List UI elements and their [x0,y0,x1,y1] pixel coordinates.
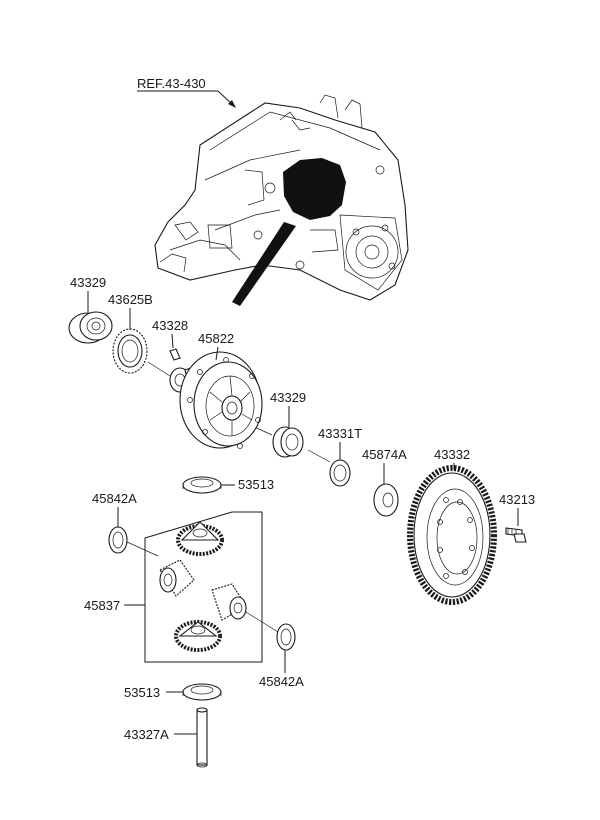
bolt-43213 [505,527,527,543]
gear-43625B [112,328,148,374]
housing-pointer [232,222,296,306]
washer-53513-top [182,476,222,494]
label-43332: 43332 [434,447,470,462]
label-43625B: 43625B [108,292,153,307]
shim-43331T [329,459,351,487]
label-43329-top: 43329 [70,275,106,290]
housing-bore [283,158,346,220]
axis-45842A-top [126,541,159,557]
axis-left [147,361,171,377]
label-43327A: 43327A [124,727,169,742]
side-gear-lower [174,620,222,652]
side-gear-upper [176,521,224,556]
axis-45842A-bottom [245,611,279,633]
label-45822: 45822 [198,331,234,346]
pin-43328 [169,348,181,361]
pinion-gear-right [211,583,247,621]
transaxle-housing [154,94,409,306]
label-45837: 45837 [84,598,120,613]
leader-45822 [215,346,219,361]
ring-gear-43332 [407,465,497,605]
kit-box-45837 [144,511,263,663]
ref-label: REF.43-430 [137,76,206,91]
washer-45874A [373,483,399,517]
label-45842A-bottom: 45842A [259,674,304,689]
pinion-gear-left [159,559,195,597]
washer-53513-bottom [182,683,222,701]
washer-45842A-bottom [276,623,296,651]
label-43328: 43328 [152,318,188,333]
ref-arrow-head [228,100,236,108]
washer-45842A-top [108,526,128,554]
label-43213: 43213 [499,492,535,507]
label-45874A: 45874A [362,447,407,462]
label-53513-top: 53513 [238,477,274,492]
label-45842A-top: 45842A [92,491,137,506]
label-43331T: 43331T [318,426,362,441]
axis-right-2 [307,449,331,463]
diff-case-45822 [169,351,263,449]
bearing-43329-mid [272,426,304,458]
shaft-43327A [196,707,208,768]
label-43329-mid: 43329 [270,390,306,405]
bearing-43329-top [68,311,113,344]
label-53513-bottom: 53513 [124,685,160,700]
leader-43328 [171,333,174,349]
